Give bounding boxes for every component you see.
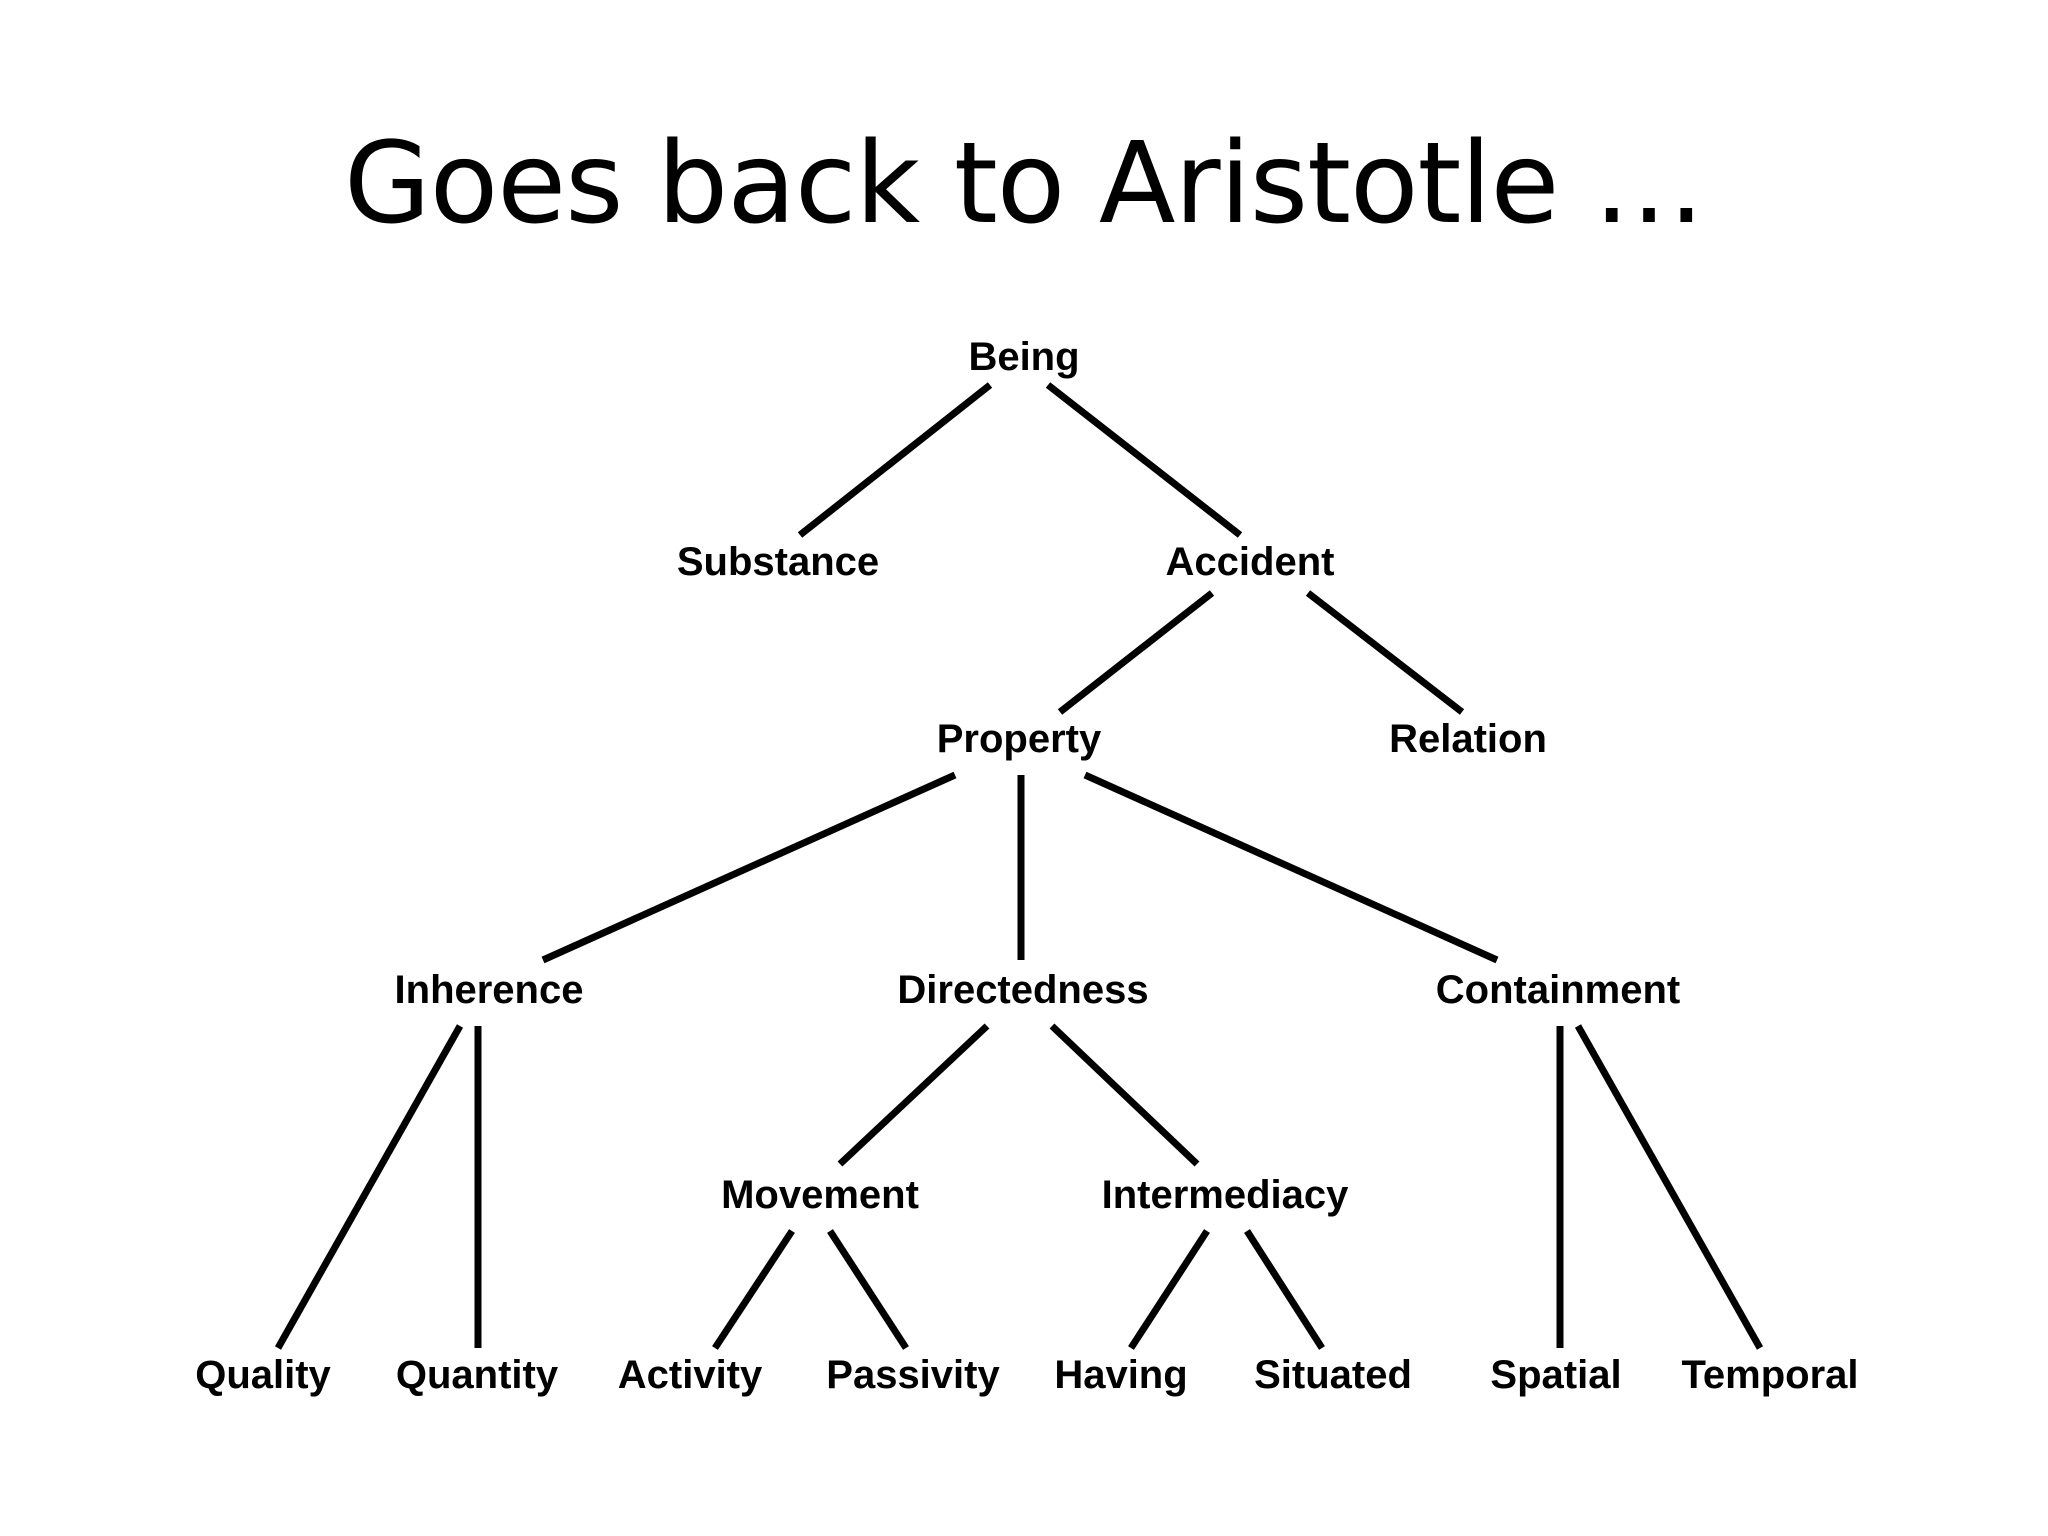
node-containment: Containment xyxy=(1436,968,1680,1012)
edge-containment-temporal xyxy=(1574,1024,1764,1350)
edge-being-substance xyxy=(797,382,993,538)
edge-movement-activity xyxy=(712,1229,795,1350)
node-quantity: Quantity xyxy=(396,1353,559,1397)
node-activity: Activity xyxy=(618,1353,763,1397)
edge-property-inherence xyxy=(541,771,957,964)
edge-directedness-movement xyxy=(837,1023,990,1167)
edge-directedness-intermediacy xyxy=(1049,1023,1200,1167)
node-temporal: Temporal xyxy=(1681,1353,1858,1397)
node-situated: Situated xyxy=(1254,1353,1412,1397)
node-movement: Movement xyxy=(721,1173,919,1217)
node-relation: Relation xyxy=(1389,717,1547,761)
edge-property-containment xyxy=(1083,771,1499,964)
edge-accident-relation xyxy=(1305,590,1465,715)
edge-intermediacy-having xyxy=(1128,1229,1210,1350)
node-inherence: Inherence xyxy=(395,968,584,1012)
node-property: Property xyxy=(937,717,1102,761)
node-being: Being xyxy=(968,335,1079,379)
tree-nodes: Being Substance Accident Property Relati… xyxy=(195,335,1858,1397)
slide-title: Goes back to Aristotle … xyxy=(343,119,1705,249)
edge-inherence-quality xyxy=(274,1024,464,1350)
edge-accident-property xyxy=(1057,590,1215,715)
edge-movement-passivity xyxy=(827,1229,909,1350)
node-directedness: Directedness xyxy=(897,968,1148,1012)
node-intermediacy: Intermediacy xyxy=(1102,1173,1350,1217)
node-having: Having xyxy=(1054,1353,1187,1397)
node-passivity: Passivity xyxy=(826,1353,1000,1397)
node-substance: Substance xyxy=(677,540,879,584)
tree-edges xyxy=(274,382,1764,1350)
edge-being-accident xyxy=(1045,382,1243,538)
node-spatial: Spatial xyxy=(1490,1353,1621,1397)
edge-intermediacy-situated xyxy=(1244,1229,1325,1350)
node-quality: Quality xyxy=(195,1353,331,1397)
node-accident: Accident xyxy=(1166,540,1335,584)
